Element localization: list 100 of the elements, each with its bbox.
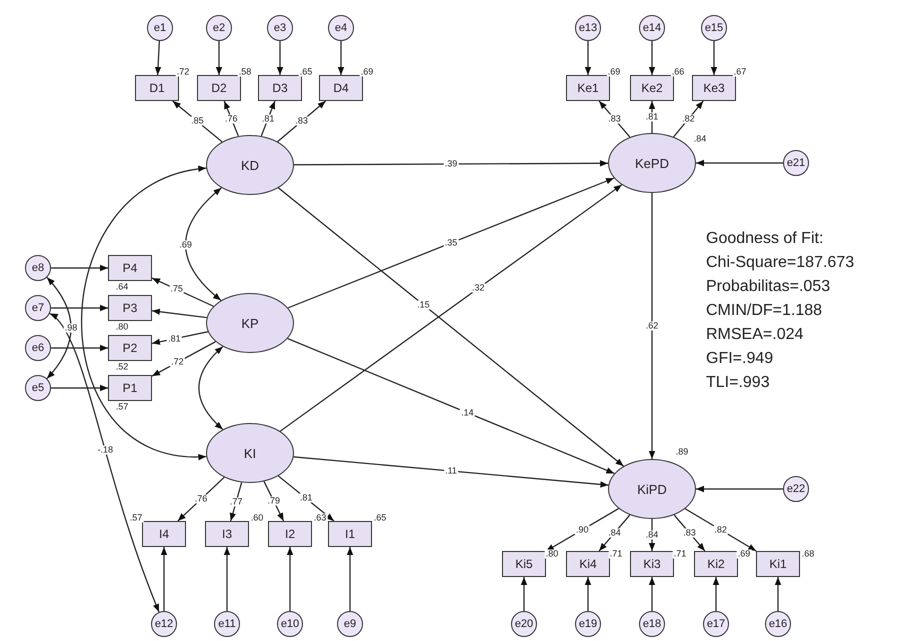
observed-variable-box xyxy=(268,521,312,547)
value-label: .63 xyxy=(312,514,328,522)
variable-name: I4 xyxy=(158,528,169,540)
value-label: .69 xyxy=(360,68,374,76)
arrow xyxy=(648,41,656,75)
arrow xyxy=(294,456,608,488)
arrow xyxy=(294,160,608,166)
observed-variable-box xyxy=(205,521,249,547)
arrow xyxy=(51,344,108,352)
covariance-arrow xyxy=(198,346,224,430)
edge-label: .81 xyxy=(298,494,314,503)
observed-variable-box xyxy=(135,75,179,101)
variable-name: I1 xyxy=(344,528,355,540)
arrow xyxy=(152,331,208,345)
arrow xyxy=(584,41,592,75)
variable-name: D3 xyxy=(272,82,288,94)
variable-name: Ke1 xyxy=(577,82,599,94)
variable-name: e9 xyxy=(344,618,356,630)
observed-variable-box xyxy=(197,75,241,101)
variable-name: e3 xyxy=(274,22,286,34)
variable-name: e2 xyxy=(212,22,226,34)
variable-name: e5 xyxy=(32,382,44,394)
observed-variable-box xyxy=(630,551,674,577)
edge-label: .69 xyxy=(178,240,193,250)
variable-name: e19 xyxy=(578,618,598,630)
arrow xyxy=(598,100,630,138)
edge-label: .39 xyxy=(444,160,458,168)
arrow xyxy=(287,338,615,474)
value-label: .71 xyxy=(608,550,624,558)
arrow xyxy=(338,41,344,75)
value-label: .66 xyxy=(670,68,686,76)
arrow xyxy=(278,475,334,522)
variable-name: D2 xyxy=(211,82,227,94)
edge-label: .14 xyxy=(460,408,475,418)
value-label: .69 xyxy=(606,68,622,76)
variable-name: Ke2 xyxy=(641,82,663,94)
value-label: .69 xyxy=(736,550,752,558)
variable-name: KiPD xyxy=(637,482,667,496)
arrow xyxy=(230,482,242,522)
edge-label: .79 xyxy=(266,496,282,506)
arrow xyxy=(177,476,225,522)
arrow xyxy=(584,577,592,611)
edge-label: .85 xyxy=(190,116,205,126)
arrow xyxy=(520,577,528,611)
edge-label: .82 xyxy=(681,114,696,124)
variable-name: P1 xyxy=(122,382,138,394)
arrow xyxy=(288,178,614,308)
arrow xyxy=(277,100,326,142)
edge-label: .98 xyxy=(64,324,78,332)
variable-name: e4 xyxy=(334,22,348,34)
variable-name: e16 xyxy=(768,618,788,630)
edge-label: .90 xyxy=(575,525,590,534)
arrow xyxy=(712,577,720,611)
variable-name: I3 xyxy=(222,528,232,540)
observed-variable-box xyxy=(108,335,152,361)
variable-name: Ki5 xyxy=(515,558,533,570)
observed-variable-box xyxy=(756,551,800,577)
arrow xyxy=(674,514,706,552)
value-label: .84 xyxy=(692,134,708,144)
observed-variable-box xyxy=(108,295,152,321)
arrow xyxy=(276,41,284,75)
arrow xyxy=(648,577,656,611)
value-label: .71 xyxy=(672,550,688,558)
observed-variable-box xyxy=(630,75,674,101)
edge-label: .84 xyxy=(644,530,660,540)
edge-label: .35 xyxy=(444,238,458,248)
variable-name: Ke3 xyxy=(703,82,725,94)
variable-name: e21 xyxy=(786,158,806,168)
observed-variable-box xyxy=(694,551,738,577)
arrow xyxy=(160,547,168,611)
variable-name: P3 xyxy=(122,302,138,314)
arrow xyxy=(224,100,239,136)
edge-label: .84 xyxy=(607,528,622,538)
value-label: .57 xyxy=(128,514,144,522)
variable-name: e8 xyxy=(32,262,44,274)
value-label: .80 xyxy=(114,322,130,332)
variable-name: e11 xyxy=(218,618,236,630)
latent-variable-ellipse xyxy=(608,133,696,193)
covariance-arrow xyxy=(46,277,72,379)
edge-label: .76 xyxy=(194,494,208,504)
edge-label: -.18 xyxy=(96,446,114,455)
value-label: .72 xyxy=(176,68,190,76)
variable-name: e12 xyxy=(154,618,174,630)
fit-heading: Goodness of Fit: xyxy=(706,229,824,249)
edge-label: .72 xyxy=(170,358,185,367)
variable-name: I2 xyxy=(284,528,295,540)
arrow xyxy=(152,308,207,318)
value-label: .65 xyxy=(298,68,314,76)
edge-label: .83 xyxy=(607,114,622,124)
variable-name: Ki4 xyxy=(579,558,597,570)
variable-name: Ki2 xyxy=(707,558,725,570)
arrow xyxy=(696,486,783,492)
variable-name: Ki1 xyxy=(769,558,787,570)
edge-label: .32 xyxy=(471,284,486,293)
arrow xyxy=(710,41,718,75)
variable-name: e18 xyxy=(642,618,662,630)
arrow xyxy=(224,547,230,611)
arrow xyxy=(216,41,222,75)
fit-statistic: GFI=.949 xyxy=(706,349,774,369)
variable-name: KI xyxy=(244,446,256,460)
